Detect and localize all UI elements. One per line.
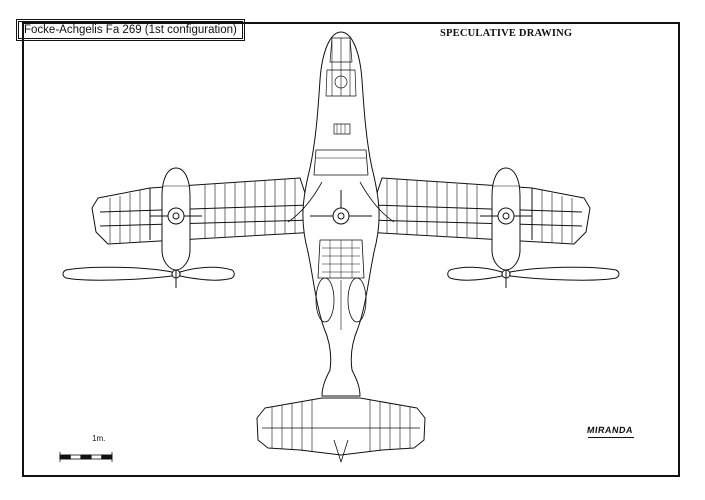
- drawing-title: Focke-Achgelis Fa 269 (1st configuration…: [16, 19, 245, 41]
- signature-underline: [587, 437, 635, 438]
- right-nacelle: [480, 167, 532, 271]
- signature-text: MIRANDA: [586, 425, 634, 435]
- tailplane: [256, 397, 426, 463]
- left-propeller: [62, 266, 235, 288]
- right-propeller: [447, 266, 620, 288]
- speculative-note: SPECULATIVE DRAWING: [440, 28, 573, 39]
- left-wing: [91, 177, 319, 245]
- scale-label: 1m.: [92, 434, 106, 443]
- right-wing: [363, 177, 591, 245]
- artist-signature: MIRANDA: [586, 425, 635, 438]
- left-nacelle: [150, 167, 202, 271]
- fuselage: [287, 31, 395, 397]
- scale-bar: [59, 452, 113, 462]
